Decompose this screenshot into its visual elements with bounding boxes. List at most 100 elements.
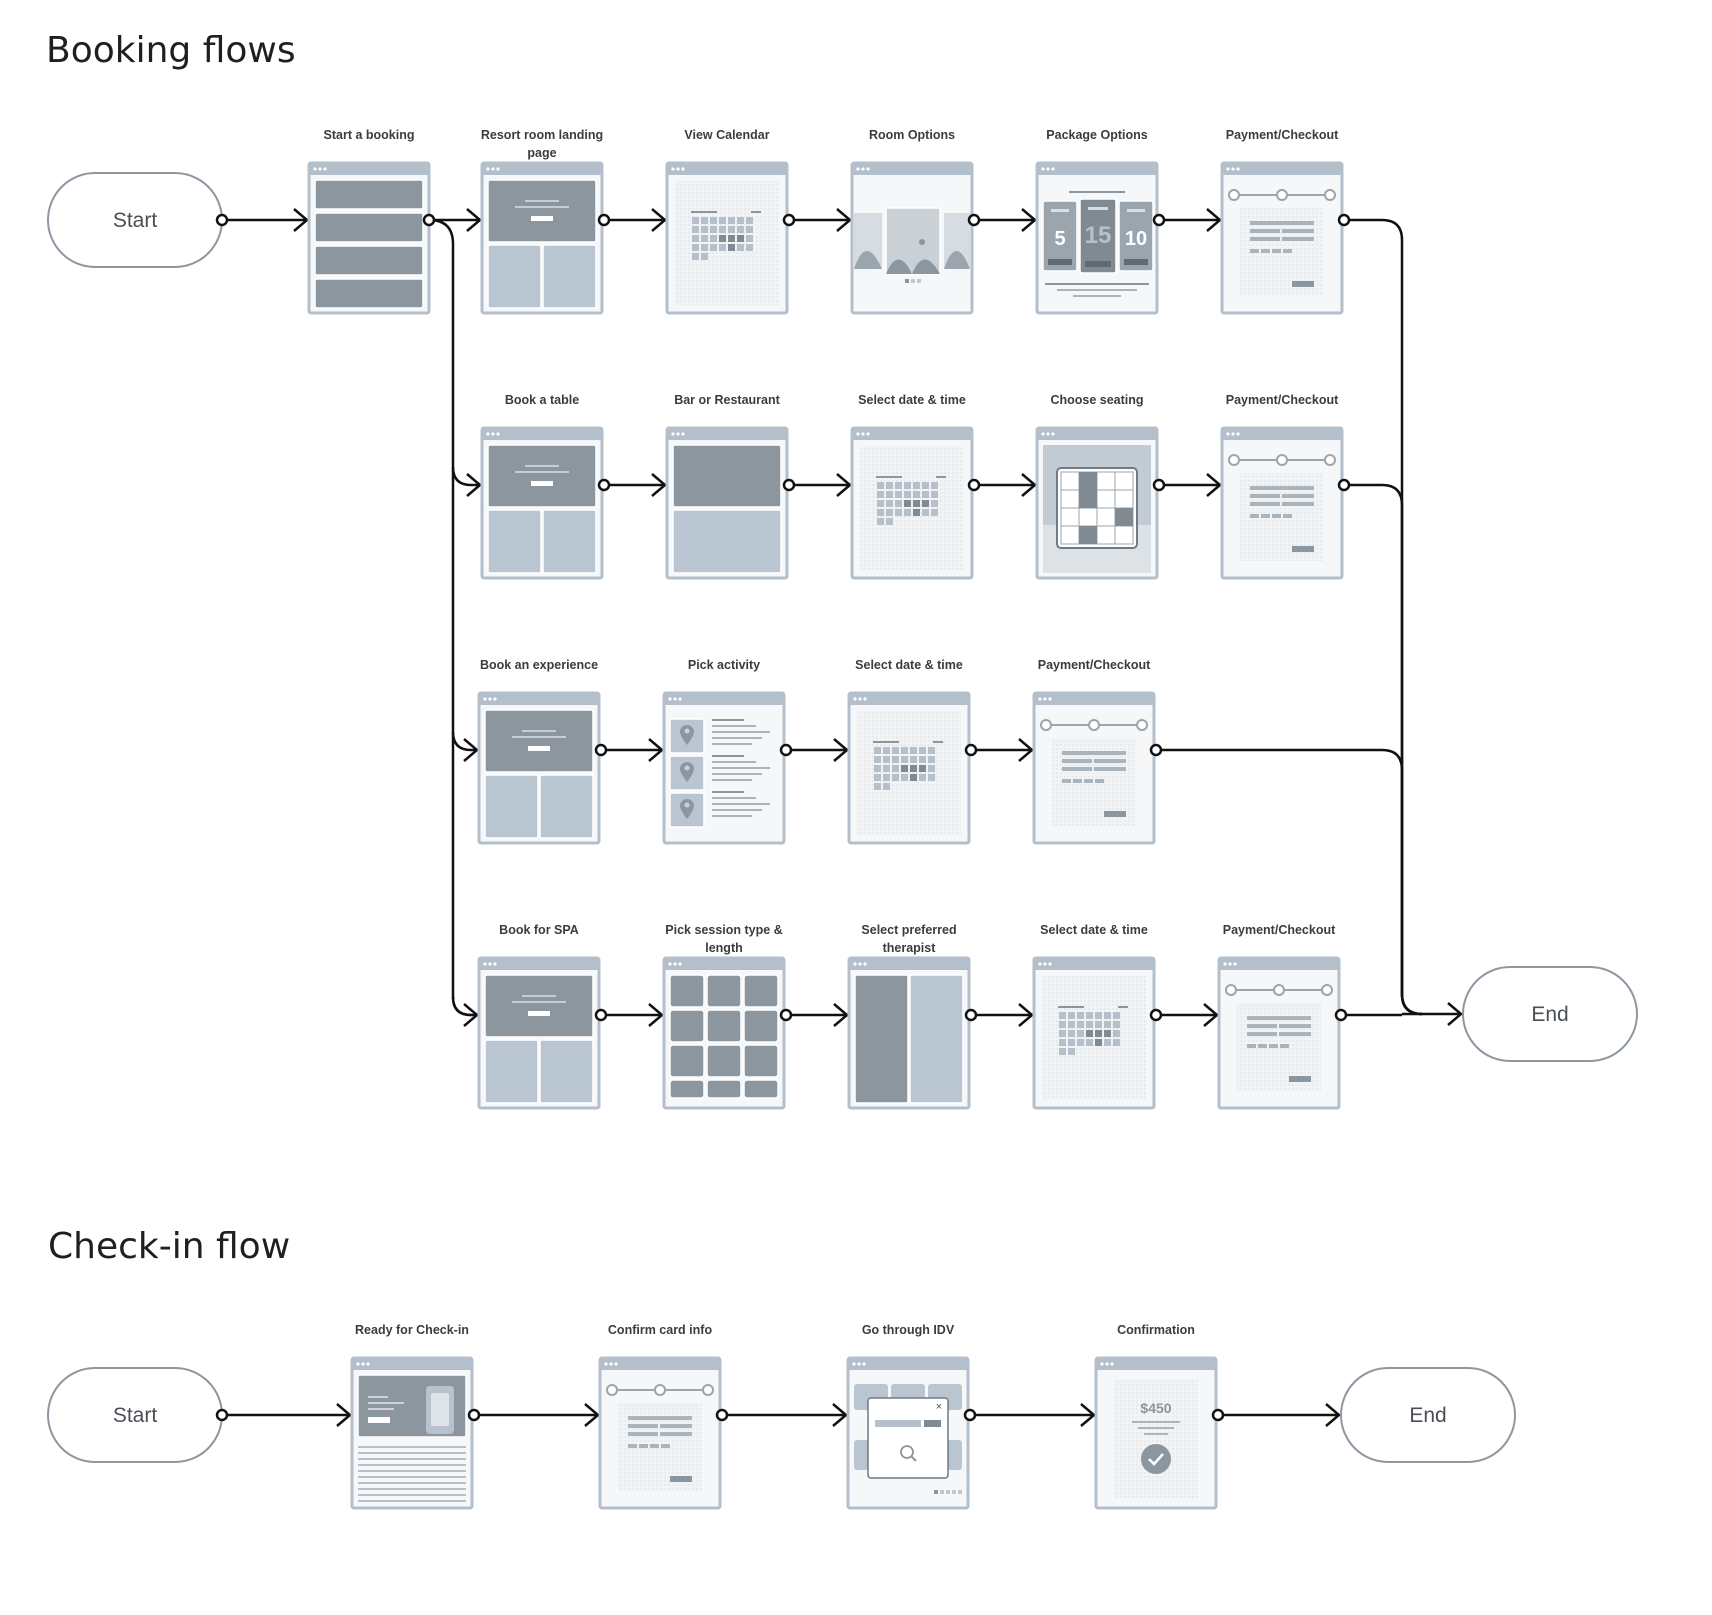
- connector-port: [594, 1008, 608, 1022]
- step-label: Resort room landing: [481, 128, 603, 142]
- booking-row4-step1: Book for SPA: [477, 923, 601, 1110]
- confirmation-amount: $450: [1140, 1400, 1171, 1416]
- booking-end-terminal-label: End: [1531, 1003, 1568, 1026]
- arrow-head: [1080, 1403, 1096, 1427]
- arrow-head: [584, 1403, 600, 1427]
- connector-port: [964, 1008, 978, 1022]
- connector-port: [597, 213, 611, 227]
- checkin-start-terminal-label: Start: [113, 1404, 158, 1427]
- checkin-step3: ×Go through IDV: [846, 1323, 970, 1510]
- connector-port: [1152, 213, 1166, 227]
- step-label: page: [527, 146, 556, 160]
- connector-port: [1211, 1408, 1225, 1422]
- package-number: 5: [1054, 228, 1065, 250]
- check-circle-icon: [1141, 1444, 1171, 1474]
- arrow-head: [648, 1003, 664, 1027]
- arrow-head: [833, 738, 849, 762]
- connector-port: [1149, 743, 1163, 757]
- connector-port: [715, 1408, 729, 1422]
- step-label: Package Options: [1046, 128, 1147, 142]
- arrow-head: [293, 208, 309, 232]
- arrow-head: [463, 738, 479, 762]
- package-number: 10: [1125, 228, 1147, 250]
- arrow-head: [1021, 473, 1037, 497]
- location-pin-icon: [680, 799, 694, 819]
- booking-row2-step4: Choose seating: [1035, 393, 1159, 580]
- connector-port: [215, 1408, 229, 1422]
- arrow-head: [466, 473, 482, 497]
- booking-row3-step1: Book an experience: [477, 658, 601, 845]
- step-label: Confirm card info: [608, 1323, 713, 1337]
- arrow-head: [833, 1003, 849, 1027]
- connector-port: [1334, 1008, 1348, 1022]
- connector-line: [1344, 218, 1423, 1016]
- connector-port: [1152, 478, 1166, 492]
- connector-port: [1149, 1008, 1163, 1022]
- connector-line: [1156, 748, 1423, 1016]
- checkin-step1: Ready for Check-in: [350, 1323, 474, 1510]
- booking-row1-step1: Resort room landing page: [480, 128, 604, 315]
- checkin-end-terminal: End: [1340, 1367, 1516, 1463]
- connector-port: [964, 743, 978, 757]
- step-label: Ready for Check-in: [355, 1323, 469, 1337]
- step-label: Confirmation: [1117, 1323, 1195, 1337]
- connector-port: [1337, 213, 1351, 227]
- connectors-layer: [222, 208, 1463, 1427]
- connector-port: [467, 1408, 481, 1422]
- checkin-flow-title: Check-in flow: [48, 1226, 291, 1267]
- connector-port: [963, 1408, 977, 1422]
- connector-port: [1337, 478, 1351, 492]
- step-label: Select date & time: [858, 393, 966, 407]
- arrow-head: [1018, 1003, 1034, 1027]
- arrow-head: [1021, 208, 1037, 232]
- arrow-head: [832, 1403, 848, 1427]
- arrow-head: [836, 473, 852, 497]
- connector-line: [451, 996, 477, 1017]
- step-label: Book for SPA: [499, 923, 579, 937]
- connector-line: [451, 466, 480, 487]
- step-label: Pick session type &: [665, 923, 782, 937]
- booking-row4-step2: Pick session type & length: [662, 923, 786, 1110]
- step-label: Book a table: [505, 393, 579, 407]
- connector-line: [428, 218, 472, 1017]
- arrow-head: [1447, 1002, 1463, 1026]
- arrow-head: [651, 208, 667, 232]
- step-label: Choose seating: [1050, 393, 1143, 407]
- booking-row2-step5: Payment/Checkout: [1220, 393, 1344, 580]
- connector-port: [422, 213, 436, 227]
- step-label: Pick activity: [688, 658, 760, 672]
- connector-port: [782, 478, 796, 492]
- booking-flows-title: Booking flows: [46, 30, 296, 71]
- step-label: View Calendar: [684, 128, 769, 142]
- arrow-head: [648, 738, 664, 762]
- booking-row2-step1: Book a table: [480, 393, 604, 580]
- arrow-head: [1018, 738, 1034, 762]
- step-label: Book an experience: [480, 658, 598, 672]
- connector-port: [779, 1008, 793, 1022]
- arrow-head: [1203, 1003, 1219, 1027]
- booking-row3-step2: Pick activity: [662, 658, 786, 845]
- connector-port: [215, 213, 229, 227]
- close-icon: ×: [936, 1401, 942, 1413]
- checkin-step2: Confirm card info: [598, 1323, 722, 1510]
- search-icon: [900, 1445, 914, 1459]
- booking-row4-step5: Payment/Checkout: [1217, 923, 1341, 1110]
- arrow-head: [1206, 208, 1222, 232]
- location-pin-icon: [680, 725, 694, 745]
- step-label: Select date & time: [855, 658, 963, 672]
- booking-start-terminal: Start: [47, 172, 223, 268]
- connector-port: [967, 478, 981, 492]
- booking-row1-step5: Payment/Checkout: [1220, 128, 1344, 315]
- package-number: 15: [1085, 222, 1112, 249]
- arrow-head: [836, 208, 852, 232]
- step-label: length: [705, 941, 743, 955]
- arrow-head: [651, 473, 667, 497]
- checkin-step4: $450 Confirmation: [1094, 1323, 1218, 1510]
- step-label: Payment/Checkout: [1038, 658, 1151, 672]
- location-pin-icon: [680, 762, 694, 782]
- booking-row2-step2: Bar or Restaurant: [665, 393, 789, 580]
- booking-start-terminal-label: Start: [113, 209, 158, 232]
- connector-port: [782, 213, 796, 227]
